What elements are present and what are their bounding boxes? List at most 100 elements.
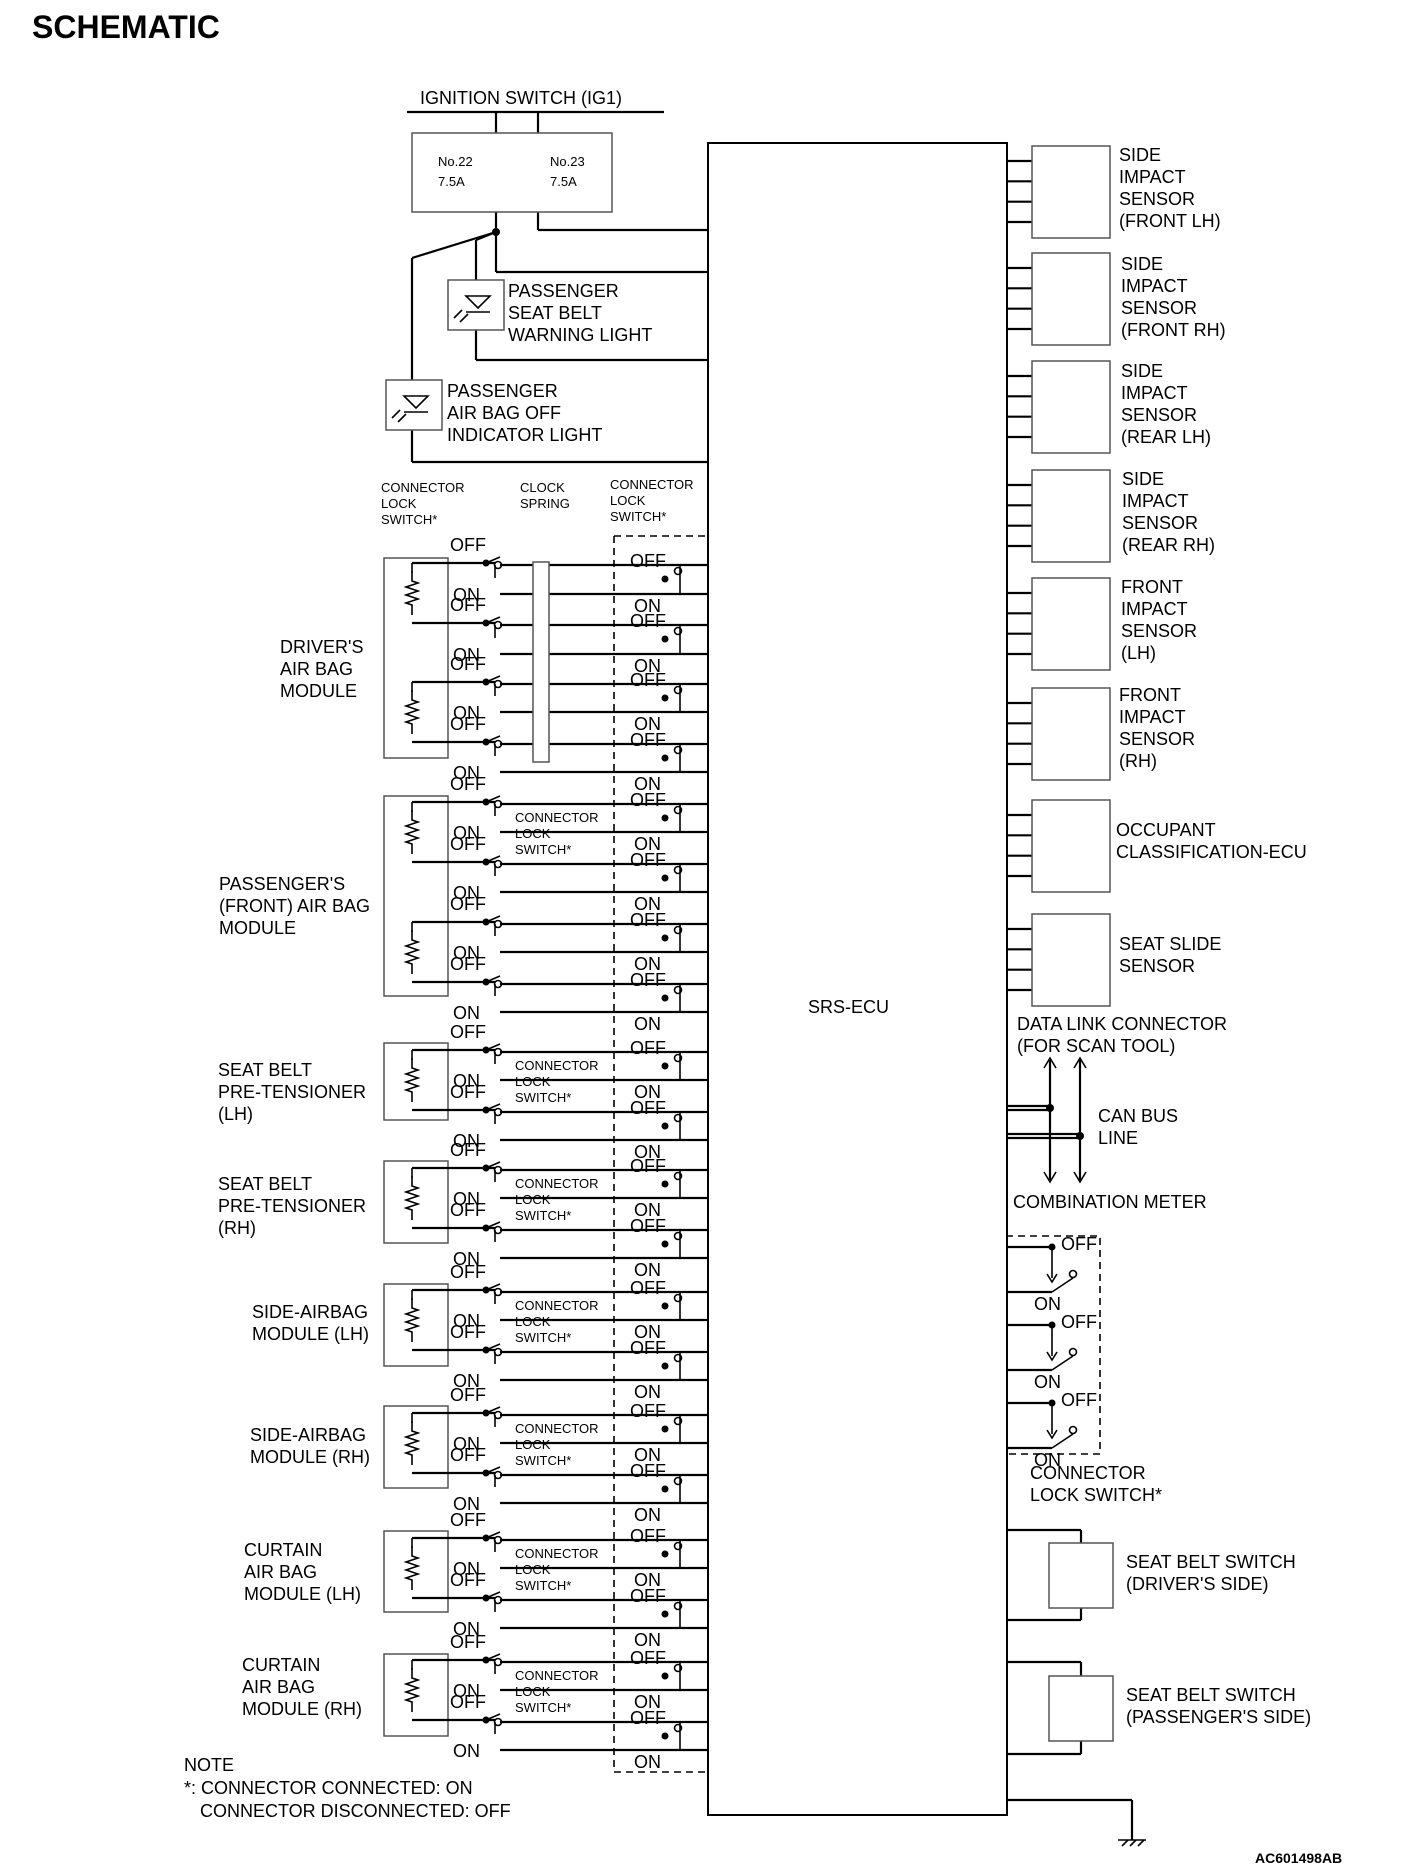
switch-on-label: ON	[634, 1382, 661, 1402]
side-airbag-lh-label-1: SIDE-AIRBAG	[252, 1302, 368, 1322]
wire	[411, 230, 497, 260]
switch-blade	[485, 1343, 501, 1351]
switch-off-label: OFF	[450, 654, 486, 674]
junction-dot	[661, 754, 669, 762]
switch-off-label: OFF	[450, 1082, 486, 1102]
junction-dot	[661, 694, 669, 702]
curtain-lh-label-1: CURTAIN	[244, 1540, 322, 1560]
lock-switch-label-2: LOCK	[515, 1192, 551, 1207]
switch-off-label: OFF	[450, 535, 486, 555]
lock-switch-label-1: CONNECTOR	[515, 1546, 599, 1561]
squib-module-box	[383, 1042, 449, 1121]
col-header-right-3: SWITCH*	[610, 509, 666, 524]
figure-reference: AC601498AB	[1255, 1850, 1342, 1866]
switch-off-label: OFF	[450, 714, 486, 734]
indicator-light-label-1: PASSENGER	[447, 381, 558, 401]
warning-light-label-1: PASSENGER	[508, 281, 619, 301]
switch-on-label: ON	[634, 596, 661, 616]
switch-blade	[485, 1283, 501, 1291]
side-airbag-lh-label-2: MODULE (LH)	[252, 1324, 369, 1344]
sensor-box-side-rear-lh	[1031, 360, 1111, 454]
sensor-box-side-rear-rh	[1031, 469, 1111, 563]
indicator-light-label-3: INDICATOR LIGHT	[447, 425, 602, 445]
side-front-rh-label-4: (FRONT RH)	[1121, 320, 1226, 340]
switch-off-label: OFF	[630, 1156, 666, 1176]
col-header-left-1: CONNECTOR	[381, 480, 465, 495]
switch-on-label: ON	[634, 1200, 661, 1220]
switch-off-label: OFF	[1061, 1390, 1097, 1410]
col-header-right-2: LOCK	[610, 493, 646, 508]
fuse-23-number: No.23	[550, 154, 585, 169]
switch-on-label: ON	[1034, 1450, 1061, 1470]
switch-on-label: ON	[453, 1131, 480, 1151]
switch-blade	[485, 1713, 501, 1721]
junction-dot	[661, 1732, 669, 1740]
lock-switch-label-1: CONNECTOR	[515, 1668, 599, 1683]
side-rear-rh-label-4: (REAR RH)	[1122, 535, 1215, 555]
lock-switch-label-2: LOCK	[515, 1562, 551, 1577]
switch-off-label: OFF	[630, 670, 666, 690]
seatbelt-switch-driver-box	[1048, 1542, 1114, 1609]
switch-blade	[485, 915, 501, 923]
switch-on-label: ON	[634, 1692, 661, 1712]
switch-off-label: OFF	[450, 595, 486, 615]
junction-dot	[661, 1302, 669, 1310]
side-rear-rh-label-2: IMPACT	[1122, 491, 1189, 511]
lamp-diode	[464, 295, 492, 310]
wire	[1051, 1433, 1074, 1449]
wire	[1137, 1839, 1145, 1847]
switch-off-label: OFF	[630, 790, 666, 810]
switch-on-label: ON	[453, 1003, 480, 1023]
switch-off-label: OFF	[450, 834, 486, 854]
lock-switch-label-1: CONNECTOR	[515, 1421, 599, 1436]
curtain-lh-label-2: AIR BAG	[244, 1562, 317, 1582]
lock-switch-label-1: CONNECTOR	[515, 1058, 599, 1073]
occupant-label-2: CLASSIFICATION-ECU	[1116, 842, 1307, 862]
switch-blade	[485, 1466, 501, 1474]
pretensioner-lh-label-2: PRE-TENSIONER	[218, 1082, 366, 1102]
can-bus-label-1: CAN BUS	[1098, 1106, 1178, 1126]
terminal	[1068, 1425, 1078, 1435]
junction-dot	[1076, 1132, 1084, 1140]
col-header-mid-2: SPRING	[520, 496, 570, 511]
junction-dot	[661, 1122, 669, 1130]
col-header-left-3: SWITCH*	[381, 512, 437, 527]
squib-module-box	[383, 1405, 449, 1489]
lock-switch-label-2: LOCK	[515, 1314, 551, 1329]
pretensioner-lh-label-3: (LH)	[218, 1104, 253, 1124]
switch-off-label: OFF	[630, 1648, 666, 1668]
wire	[1051, 1277, 1074, 1293]
lock-switch-label-1: CONNECTOR	[515, 1298, 599, 1313]
can-bus-label-2: LINE	[1098, 1128, 1138, 1148]
sensor-box-front-rh	[1031, 687, 1111, 781]
switch-blade	[485, 675, 501, 683]
switch-blade	[485, 1221, 501, 1229]
passenger-module-label-3: MODULE	[219, 918, 296, 938]
switch-on-label: ON	[453, 585, 480, 605]
switch-off-label: OFF	[630, 1216, 666, 1236]
switch-on-label: ON	[453, 943, 480, 963]
seatbelt-switch-passenger-box	[1048, 1675, 1114, 1742]
ecu-lock-switch-boundary	[1005, 1235, 1101, 1455]
seat-slide-label-2: SENSOR	[1119, 956, 1195, 976]
switch-on-label: ON	[453, 1559, 480, 1579]
junction-dot	[661, 1672, 669, 1680]
switch-on-label: ON	[634, 1752, 661, 1772]
squib-resistor-icon	[403, 1176, 421, 1220]
lock-switch-label-2: LOCK	[515, 826, 551, 841]
warning-light-label-3: WARNING LIGHT	[508, 325, 652, 345]
switch-off-label: OFF	[450, 1022, 486, 1042]
switch-off-label: OFF	[630, 1526, 666, 1546]
junction-dot	[661, 1610, 669, 1618]
seatbelt-switch-driver-label-2: (DRIVER'S SIDE)	[1126, 1574, 1268, 1594]
switch-on-label: ON	[634, 656, 661, 676]
squib-resistor-icon	[403, 1546, 421, 1590]
squib-resistor-icon	[403, 1298, 421, 1342]
wire	[1046, 1273, 1058, 1284]
pretensioner-rh-label-2: PRE-TENSIONER	[218, 1196, 366, 1216]
srs-ecu-box	[707, 142, 1008, 1816]
lock-switch-label-3: SWITCH*	[515, 1700, 571, 1715]
